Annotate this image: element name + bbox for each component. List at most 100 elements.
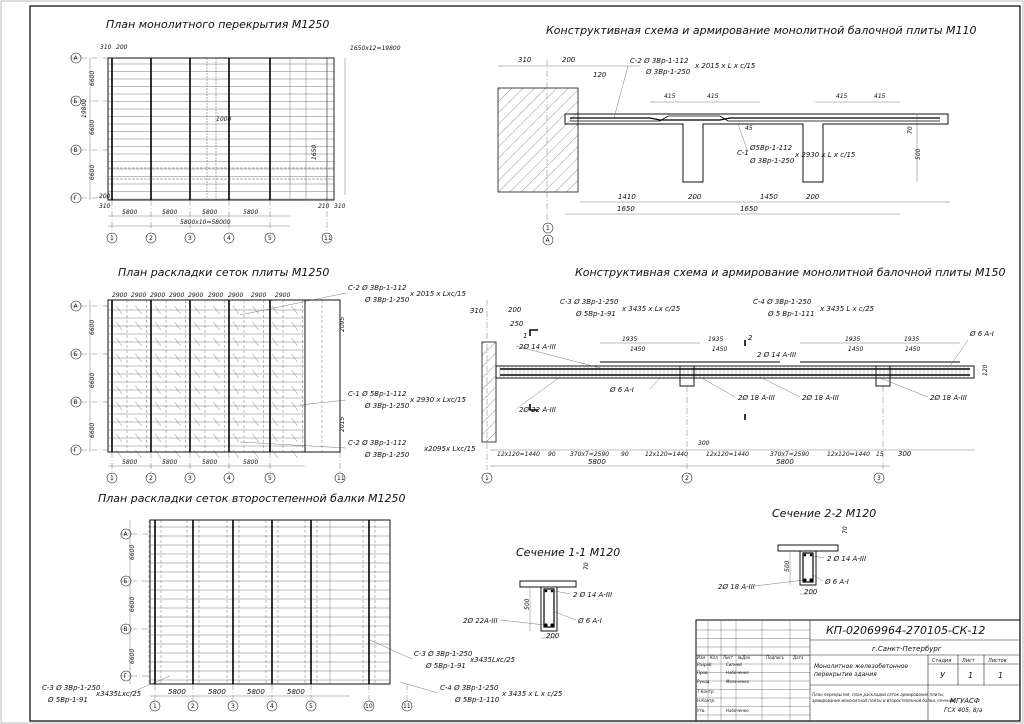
dim: 500 xyxy=(524,598,531,610)
axis-label: 5 xyxy=(309,703,313,710)
dim: 300 xyxy=(698,440,710,447)
wall-hatched xyxy=(481,341,497,443)
bar-label: 2 Ø 14 А-III xyxy=(757,351,796,359)
drawing-line xyxy=(193,449,201,459)
dim: 6600 xyxy=(129,545,136,560)
plan-slab-bottom-dim: 5800 xyxy=(122,209,137,216)
dim: 5800 xyxy=(202,459,217,466)
plan-mesh-col-axes: 1 2 3 4 5 11 xyxy=(106,472,346,484)
dim: 200 xyxy=(508,306,522,314)
cut-mark: 2 xyxy=(748,334,753,342)
drawing-line xyxy=(291,369,298,379)
axis-label: 11 xyxy=(337,475,345,482)
stamp-head: Лист xyxy=(961,658,976,664)
title-scheme-150: Конструктивная схема и армирование монол… xyxy=(575,266,1006,279)
c2-label-1: С-2 Ø 3Вр-1-112 xyxy=(630,57,689,65)
c1-prefix: С-1 xyxy=(737,149,749,157)
mesh-label: Ø 5 Вр-1-111 xyxy=(767,310,815,318)
plan-mesh-row-axes: А Б В Г xyxy=(70,300,82,456)
plan-slab-main-girders xyxy=(70,57,328,233)
mesh-label: x2095x Lxc/15 xyxy=(423,445,476,453)
drawing-line xyxy=(154,385,162,395)
drawing-line xyxy=(232,353,240,363)
dim: 200 xyxy=(804,588,818,596)
c1-label-2: Ø 3Вр-1-250 xyxy=(749,157,795,165)
mesh-label: x 3435 x L x c/25 xyxy=(501,690,563,698)
plan-slab-top-dim: 310 xyxy=(100,44,112,51)
stamp-col-head: №Док xyxy=(737,655,751,660)
axis-label: 1 xyxy=(153,703,157,710)
dim: 6600 xyxy=(129,597,136,612)
dim: 2900 xyxy=(251,292,266,299)
axis-label: 4 xyxy=(227,475,231,482)
dim: 120 xyxy=(982,364,989,376)
dim: 310 xyxy=(470,307,484,315)
drawing-line xyxy=(115,417,123,427)
drawing-line xyxy=(271,305,279,315)
drawing-line xyxy=(115,433,123,443)
mesh-label: Ø 5Вр-1-91 xyxy=(575,310,616,318)
dim: 415 xyxy=(836,93,848,100)
dim: 1935 xyxy=(622,336,637,343)
plan-slab-small-dim: 210 xyxy=(318,203,330,210)
mesh-label: Ø 3Вр-1-250 xyxy=(364,402,410,410)
drawing-line xyxy=(193,321,201,331)
plan-beam-col-axes: 1 2 3 4 5 10 11 xyxy=(149,700,413,712)
stamp-head: Листов xyxy=(987,658,1007,664)
drawing-line xyxy=(135,321,142,331)
axis-label: 5 xyxy=(268,475,272,482)
drawing-line xyxy=(174,321,181,331)
title-scheme-110: Конструктивная схема и армирование монол… xyxy=(546,24,977,37)
dim: 2900 xyxy=(208,292,223,299)
scheme-110: 310 200 120 С-2 Ø 3Вр-1-112 Ø 3Вр-1-250 … xyxy=(497,56,950,246)
dim: 1450 xyxy=(712,346,727,353)
mesh-label: x3435Lxc/25 xyxy=(95,690,142,698)
stamp-col-head: Дата xyxy=(792,655,804,660)
drawing-line xyxy=(252,433,259,443)
drawing-line xyxy=(232,369,240,379)
title-plan-mesh-beam: План раскладки сеток второстепенной балк… xyxy=(98,492,406,505)
dim: 12х120=1440 xyxy=(827,451,870,458)
drawing-line xyxy=(193,353,201,363)
drawing-line xyxy=(232,337,240,347)
dim: 70 xyxy=(583,562,590,570)
drawing-line xyxy=(291,401,298,411)
scheme-150: С-3 Ø 3Вр-1-250 Ø 5Вр-1-91 x 3435 x Lx c… xyxy=(470,298,994,484)
dim: 120 xyxy=(593,71,607,79)
drawing-line xyxy=(271,385,279,395)
stamp-org: ГСХ 405, 8/а xyxy=(944,707,983,714)
drawing-line xyxy=(174,433,181,443)
drawing-line xyxy=(252,353,259,363)
stamp-head: Стадия xyxy=(932,658,951,664)
drawing-line xyxy=(291,305,298,315)
plan-slab-left-dim: 19800 xyxy=(81,99,88,118)
dim: 5800 xyxy=(168,688,186,696)
mesh-label: x 3435 L x c/25 xyxy=(819,305,875,313)
bar-label: Ø 6 А-I xyxy=(969,330,994,338)
stamp-role: Т.Контр. xyxy=(697,689,715,694)
dim: 5800 xyxy=(287,688,305,696)
axis-label: В xyxy=(74,399,78,406)
drawing-line xyxy=(252,321,259,331)
mesh-label: С-4 Ø 3Вр-1-250 xyxy=(753,298,812,306)
wall-hatched xyxy=(497,87,579,193)
dim: 1450 xyxy=(905,346,920,353)
plan-slab-total-dim: 5800х10=58000 xyxy=(180,219,231,226)
bar-label: 2Ø 22А-III xyxy=(463,617,498,625)
drawing-line xyxy=(252,449,259,459)
drawing-line xyxy=(271,417,279,427)
plan-slab-right-note: 1650х12=19800 xyxy=(350,45,401,52)
dim: 5800 xyxy=(122,459,137,466)
drawing-line xyxy=(232,449,240,459)
drawing-line xyxy=(213,433,220,443)
plan-slab-mid-label: 1000 xyxy=(216,116,231,123)
axis-label: Б xyxy=(74,98,78,105)
plan-slab-top-dim: 200 xyxy=(116,44,128,51)
drawing-line xyxy=(193,305,201,315)
stamp-role: Пров. xyxy=(697,670,709,675)
axis-label: 1 xyxy=(110,235,114,242)
dim: 2900 xyxy=(150,292,165,299)
bar-label: 2 Ø 14 А-III xyxy=(827,555,866,563)
